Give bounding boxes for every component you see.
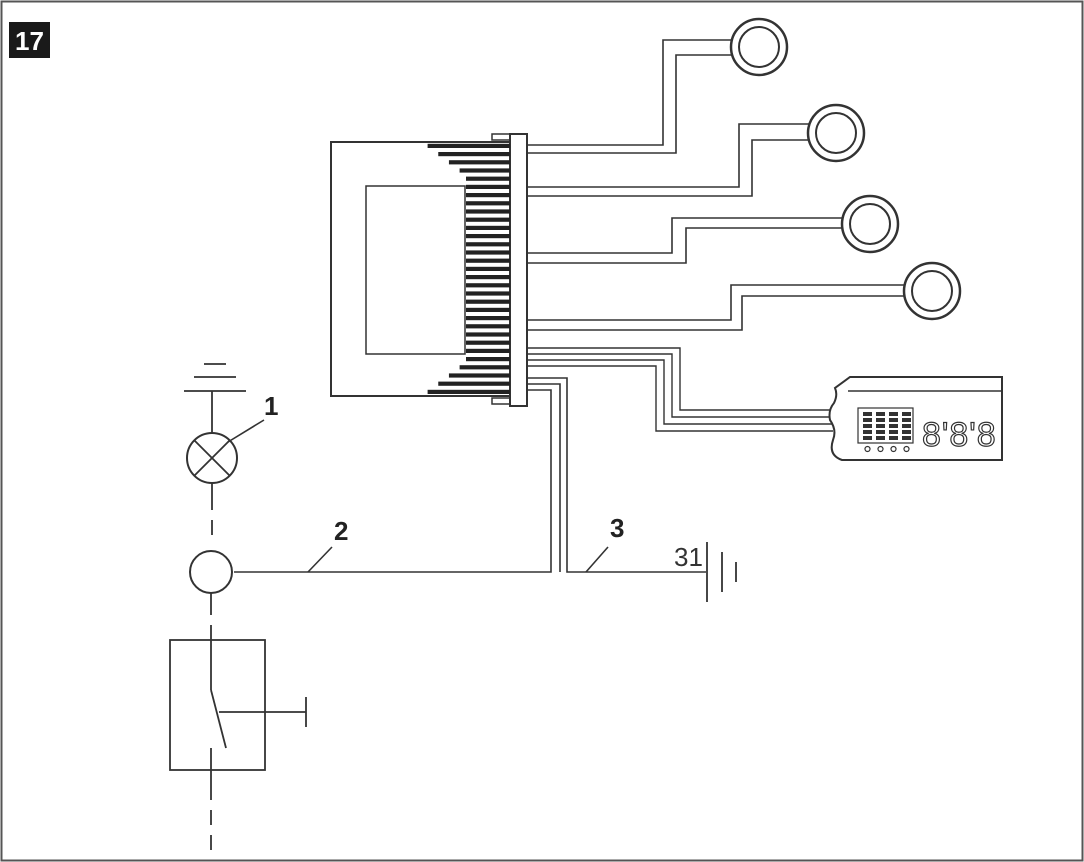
heatsink-fin — [466, 324, 510, 329]
display-indicator-column — [902, 412, 911, 453]
heatsink-fin — [466, 291, 510, 296]
heatsink-fin — [466, 209, 510, 214]
control-unit — [330, 133, 528, 407]
figure-number: 17 — [15, 26, 44, 56]
display-cable — [527, 347, 833, 432]
heatsink-fin — [466, 193, 510, 198]
heatsink-fin — [459, 168, 510, 173]
heatsink-fin — [466, 234, 510, 239]
ground-terminal-label: 31 — [674, 542, 703, 572]
heatsink-fin — [466, 250, 510, 255]
left-circuit — [169, 363, 307, 850]
display-indicator-column — [889, 412, 898, 453]
heatsink-fin — [466, 266, 510, 271]
display-housing — [828, 376, 1003, 461]
sensor-4 — [902, 261, 962, 321]
display-indicator-column — [876, 412, 885, 453]
heatsink-fin — [466, 275, 510, 280]
display-segment-indicators — [857, 407, 914, 453]
sensors — [729, 17, 962, 321]
heatsink-fin — [466, 258, 510, 263]
heatsink-fin — [466, 225, 510, 230]
heatsink-fin — [448, 373, 510, 378]
heatsink-fin — [466, 176, 510, 181]
sensor-3 — [840, 194, 900, 254]
heatsink-fin — [448, 160, 510, 165]
sensor-2 — [806, 103, 866, 163]
display-indicator-column — [863, 412, 872, 453]
heatsink-fin — [466, 299, 510, 304]
display-unit: 8'8'8 — [828, 376, 1003, 461]
heatsink-fin — [466, 242, 510, 247]
heatsink-fin — [466, 340, 510, 345]
connector-strip — [509, 133, 528, 407]
heatsink-fin — [459, 365, 510, 370]
heatsink-fin — [466, 316, 510, 321]
heatsink-fin — [427, 389, 510, 394]
lower-wires — [234, 377, 706, 573]
figure-number-badge: 17 — [9, 22, 50, 58]
signal-connection-point — [189, 550, 233, 594]
heatsink-fin — [466, 201, 510, 206]
callout-2-signal-wire: 2 — [334, 516, 348, 546]
heatsink-fin — [427, 143, 510, 148]
callout-1-lamp: 1 — [264, 391, 278, 421]
signal-wire — [234, 389, 552, 573]
heatsink-fin — [466, 348, 510, 353]
heatsink-fin — [466, 307, 510, 312]
switch-icon — [210, 640, 307, 770]
display-digits: 8'8'8 — [922, 416, 997, 454]
sensor-1 — [729, 17, 789, 77]
heatsink-fin — [466, 184, 510, 189]
heatsink-fin — [438, 152, 510, 157]
switch-box — [169, 639, 266, 771]
ground-wire — [527, 377, 706, 573]
control-unit-label-area — [365, 185, 466, 355]
heatsink-fin — [466, 217, 510, 222]
heatsink-fin — [466, 283, 510, 288]
heatsink-fins — [427, 143, 510, 394]
heatsink-fin — [466, 332, 510, 337]
ground-symbol — [706, 542, 737, 602]
heatsink-fin — [438, 381, 510, 386]
heatsink-fin — [466, 357, 510, 362]
sensor-wires — [527, 39, 910, 331]
callout-leaders — [227, 419, 609, 573]
callout-3-ground-wire: 3 — [610, 513, 624, 543]
